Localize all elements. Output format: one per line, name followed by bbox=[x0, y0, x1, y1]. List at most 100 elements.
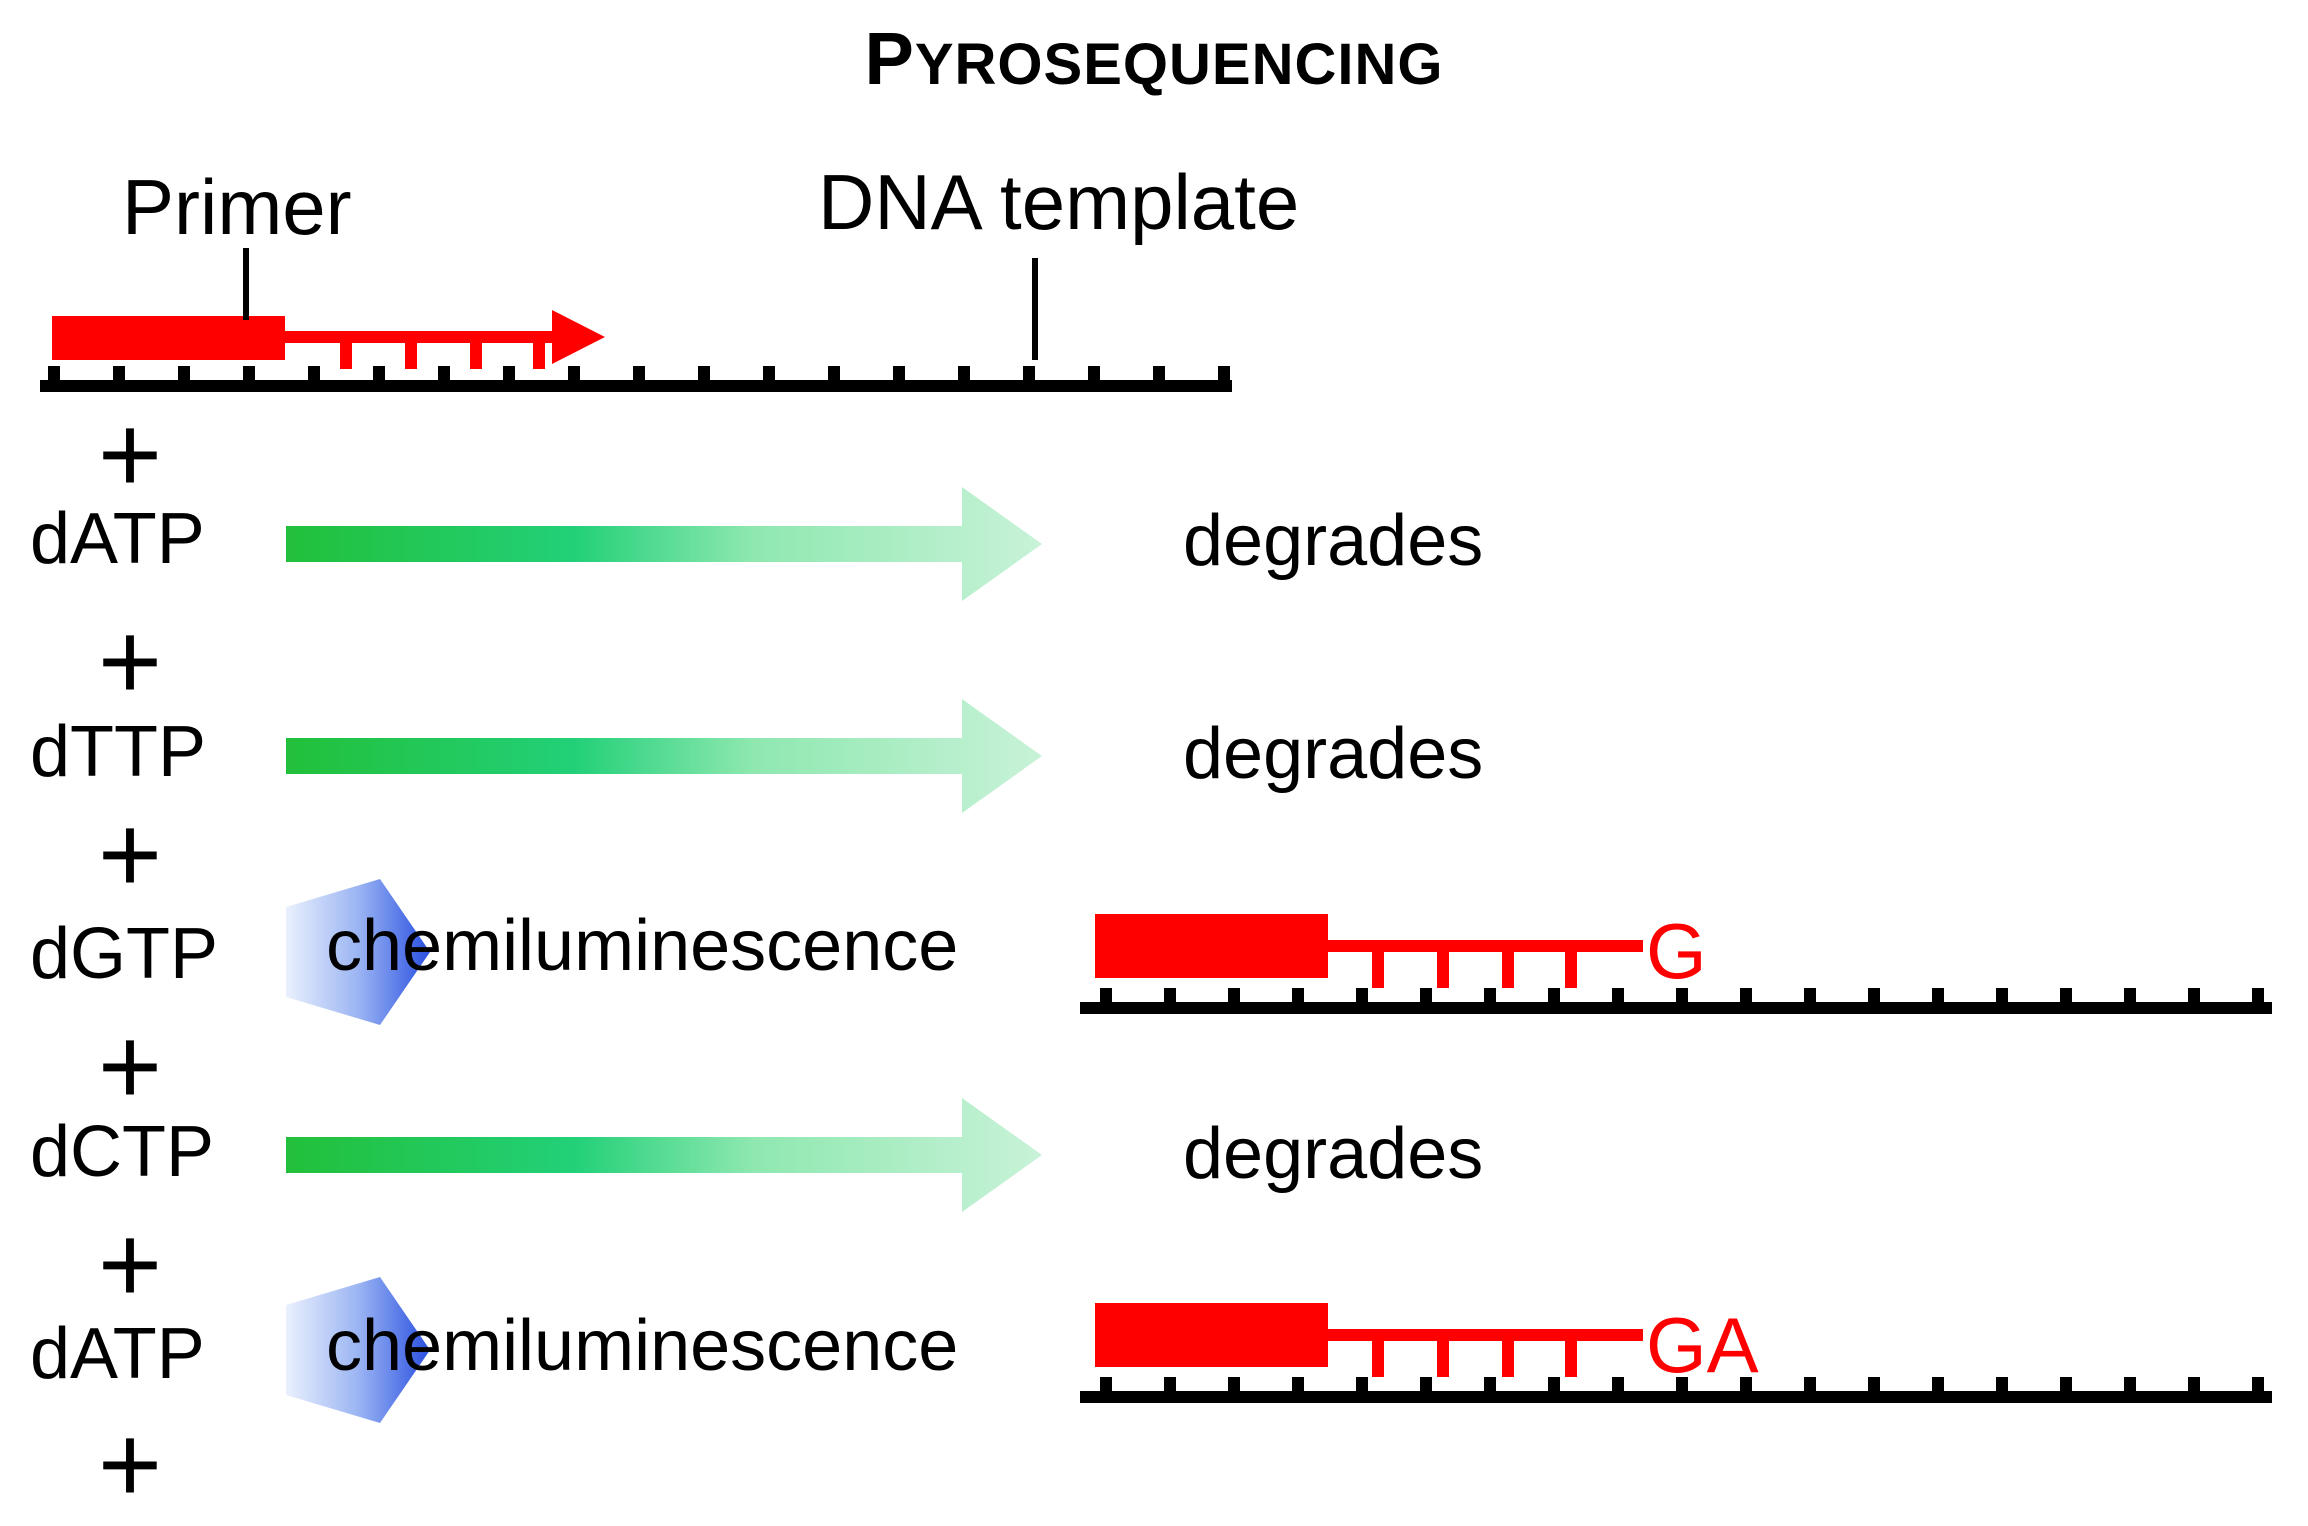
outcome-chemiluminescence: chemiluminescence bbox=[326, 906, 959, 986]
plus-sign: + bbox=[97, 1403, 163, 1526]
template-base-tick bbox=[1548, 1377, 1560, 1393]
plus-sign: + bbox=[97, 1005, 163, 1128]
template-base-tick bbox=[2060, 1377, 2072, 1393]
template-base-tick bbox=[2252, 1377, 2264, 1393]
extension-tick bbox=[1565, 950, 1577, 988]
template-base-tick bbox=[503, 366, 515, 382]
extension-line bbox=[1328, 940, 1643, 952]
template-base-tick bbox=[48, 366, 60, 382]
template-base-tick bbox=[1548, 988, 1560, 1004]
extension-tick bbox=[340, 339, 352, 369]
extension-tick bbox=[1565, 1339, 1577, 1377]
primer-block bbox=[1095, 1303, 1328, 1367]
added-base-label: GA bbox=[1646, 1301, 1759, 1389]
template-base-tick bbox=[763, 366, 775, 382]
chemiluminescence-arrow bbox=[286, 1277, 430, 1423]
template-base-tick bbox=[1292, 1377, 1304, 1393]
template-base-tick bbox=[1868, 1377, 1880, 1393]
template-base-tick bbox=[1420, 988, 1432, 1004]
nucleotide-label: dATP bbox=[30, 499, 205, 579]
template-base-tick bbox=[1484, 988, 1496, 1004]
title-rest: YROSEQUENCING bbox=[914, 32, 1444, 97]
nucleotide-label: dTTP bbox=[30, 712, 207, 792]
template-base-tick bbox=[1612, 1377, 1624, 1393]
template-base-tick bbox=[113, 366, 125, 382]
outcome-degrades: degrades bbox=[1183, 501, 1484, 581]
template-base-tick bbox=[1868, 988, 1880, 1004]
template-base-tick bbox=[1164, 988, 1176, 1004]
extension-tick bbox=[1437, 1339, 1449, 1377]
template-base-tick bbox=[1676, 1377, 1688, 1393]
extension-line bbox=[285, 331, 557, 343]
template-base-tick bbox=[1996, 988, 2008, 1004]
template-base-tick bbox=[2188, 988, 2200, 1004]
degrade-arrow bbox=[286, 699, 1042, 813]
template-base-tick bbox=[373, 366, 385, 382]
template-base-tick bbox=[568, 366, 580, 382]
template-base-tick bbox=[1996, 1377, 2008, 1393]
outcome-chemiluminescence: chemiluminescence bbox=[326, 1306, 959, 1386]
template-base-tick bbox=[438, 366, 450, 382]
template-base-tick bbox=[893, 366, 905, 382]
degrade-arrow bbox=[286, 1098, 1042, 1212]
template-base-tick bbox=[2060, 988, 2072, 1004]
template-pointer-line bbox=[1032, 258, 1038, 360]
template-base-tick bbox=[633, 366, 645, 382]
title-initial: P bbox=[864, 17, 915, 100]
nucleotide-label: dCTP bbox=[30, 1112, 215, 1192]
dna-template-strand bbox=[40, 380, 1232, 392]
template-base-tick bbox=[958, 366, 970, 382]
template-base-tick bbox=[1356, 1377, 1368, 1393]
nucleotide-label: dATP bbox=[30, 1314, 205, 1394]
template-base-tick bbox=[2124, 988, 2136, 1004]
template-base-tick bbox=[1356, 988, 1368, 1004]
template-base-tick bbox=[1676, 988, 1688, 1004]
template-base-tick bbox=[698, 366, 710, 382]
primer-pointer-line bbox=[243, 248, 249, 320]
primer-block bbox=[52, 316, 285, 360]
extension-tick bbox=[1502, 1339, 1514, 1377]
template-base-tick bbox=[1932, 1377, 1944, 1393]
nucleotide-label: dGTP bbox=[30, 914, 219, 994]
template-base-tick bbox=[2188, 1377, 2200, 1393]
extension-tick bbox=[1372, 950, 1384, 988]
primer-block bbox=[1095, 914, 1328, 978]
template-base-tick bbox=[1100, 1377, 1112, 1393]
template-base-tick bbox=[1740, 1377, 1752, 1393]
plus-sign: + bbox=[97, 1203, 163, 1326]
template-base-tick bbox=[1292, 988, 1304, 1004]
template-base-tick bbox=[1228, 988, 1240, 1004]
page-title: PYROSEQUENCING bbox=[0, 22, 2308, 96]
extension-tick bbox=[1437, 950, 1449, 988]
plus-sign: + bbox=[97, 793, 163, 916]
outcome-degrades: degrades bbox=[1183, 714, 1484, 794]
template-base-tick bbox=[828, 366, 840, 382]
outcome-degrades: degrades bbox=[1183, 1114, 1484, 1194]
plus-sign: + bbox=[97, 600, 163, 723]
template-base-tick bbox=[1023, 366, 1035, 382]
chemiluminescence-arrow bbox=[286, 879, 430, 1025]
extension-line bbox=[1328, 1329, 1643, 1341]
template-base-tick bbox=[1153, 366, 1165, 382]
template-base-tick bbox=[2124, 1377, 2136, 1393]
template-base-tick bbox=[1088, 366, 1100, 382]
dna-template-label: DNA template bbox=[818, 158, 1300, 246]
extension-arrowhead bbox=[552, 310, 605, 364]
template-base-tick bbox=[308, 366, 320, 382]
template-base-tick bbox=[1228, 1377, 1240, 1393]
template-base-tick bbox=[1804, 988, 1816, 1004]
template-base-tick bbox=[1740, 988, 1752, 1004]
primer-label: Primer bbox=[122, 163, 352, 251]
template-base-tick bbox=[1420, 1377, 1432, 1393]
plus-sign: + bbox=[97, 393, 163, 516]
template-base-tick bbox=[1218, 366, 1230, 382]
template-base-tick bbox=[2252, 988, 2264, 1004]
degrade-arrow bbox=[286, 487, 1042, 601]
extension-tick bbox=[470, 339, 482, 369]
template-base-tick bbox=[178, 366, 190, 382]
extension-tick bbox=[1502, 950, 1514, 988]
template-base-tick bbox=[1804, 1377, 1816, 1393]
template-base-tick bbox=[1932, 988, 1944, 1004]
dna-template-strand bbox=[1080, 1002, 2272, 1014]
